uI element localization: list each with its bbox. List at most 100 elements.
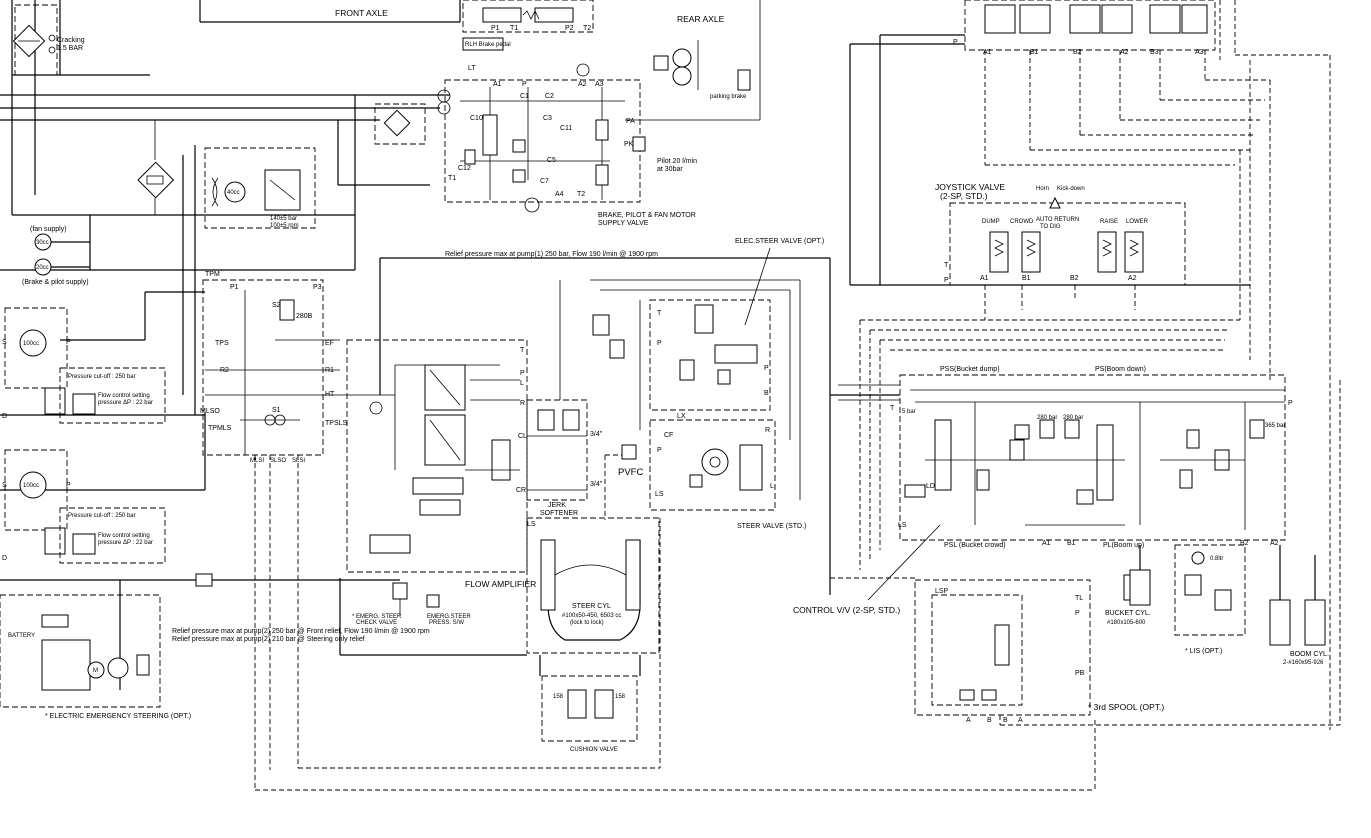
bucket-cylinder: BUCKET CYL. #180x105-600	[1105, 545, 1151, 626]
flow-amplifier: T P L R CL CR LS FLOW AMPLIFIER	[340, 339, 536, 589]
tr-port-p: P	[953, 39, 958, 46]
v365-label: 365 bar	[1265, 423, 1285, 429]
sv-port-ls: LS	[655, 491, 664, 498]
fa-port-ls: LS	[527, 521, 536, 528]
pilot-filter	[374, 103, 426, 145]
svg-text:B: B	[1003, 717, 1008, 724]
bv-port-a3: A3	[595, 81, 604, 88]
cv-port-t: T	[890, 405, 895, 412]
sv-port-r: R	[765, 427, 770, 434]
svg-text:P: P	[66, 482, 71, 489]
jv-port-p: P	[944, 277, 949, 284]
boom-cylinders: BOOM CYL. 2-#160x95-926	[1269, 545, 1329, 666]
pump2-flow-label-2: pressure ΔP : 22 bar	[98, 540, 153, 546]
jv-port-t: T	[944, 262, 949, 269]
pvfc: PVFC	[604, 444, 643, 520]
steer-cyl-note: (lock to lock)	[570, 620, 604, 626]
svg-text:S: S	[2, 339, 7, 346]
svg-text:A: A	[966, 717, 971, 724]
svg-text:D: D	[2, 555, 7, 562]
pvfc-label: PVFC	[618, 467, 643, 478]
elec-steer-label: ELEC.STEER VALVE (OPT.)	[735, 238, 824, 245]
tr-port-a2: A2	[1120, 49, 1129, 56]
pv-port-tps: TPS	[215, 340, 229, 347]
pump-1-cc: 100cc	[23, 341, 39, 347]
pv-port-tpmls: TPMLS	[208, 425, 232, 432]
elec-emergency-label: * ELECTRIC EMERGENCY STEERING (OPT.)	[45, 713, 191, 720]
bv-port-a4: A4	[555, 191, 564, 198]
fan-supply-label: (fan supply)	[30, 226, 67, 233]
brake-pilot-fan-supply-valve: LT P A1 A2 A3 C1 C2 C3 C10 C11 C5 C7 C9 …	[437, 0, 761, 227]
relief-280b-label: 280B	[296, 313, 313, 320]
emerg-check-label-2: CHECK VALVE	[356, 620, 397, 626]
cv-port-b1: B1	[1067, 540, 1076, 547]
fan-motor-group: 40cc 140±5 bar 100±5 rpm	[204, 147, 316, 229]
pv-port-tpm: TPM	[205, 271, 220, 278]
battery-label: BATTERY	[8, 633, 35, 639]
pv-port-s1: S1	[272, 407, 281, 414]
auto-return-label-2: TO DIG	[1040, 224, 1061, 230]
bv-c7: C7	[540, 178, 549, 185]
pv-port-r1: R1	[325, 367, 334, 374]
bv-c5: C5	[547, 157, 556, 164]
boom-cyl-dim: 2-#160x95-926	[1283, 660, 1324, 666]
pv-port-slso: SLSO	[270, 458, 286, 464]
svg-text:30cc: 30cc	[36, 240, 49, 246]
fa-port-t: T	[520, 347, 525, 354]
fan-flow-label: 100±5 rpm	[270, 223, 299, 229]
jerk-softener-label: JERK	[548, 502, 566, 509]
cv-port-p: P	[1288, 400, 1293, 407]
front-axle-label: FRONT AXLE	[335, 8, 388, 18]
fan-pressure-label: 140±5 bar	[270, 216, 297, 222]
control-valve-label: CONTROL V/V (2-SP, STD.)	[793, 605, 900, 615]
pump1-flow-label: Flow control setting	[98, 393, 150, 399]
cushion-valve-label: CUSHION VALVE	[570, 747, 618, 753]
pump-2: 100cc Pressure cut-off : 250 bar Flow co…	[2, 449, 166, 564]
cv-port-a2: A2	[1270, 540, 1279, 547]
third-spool: LSP TL P PB A B B A * 3rd SPOOL (OPT.)	[914, 579, 1164, 724]
jv-port-a2: A2	[1128, 275, 1137, 282]
elec-steer-valve: ELEC.STEER VALVE (OPT.) T P P B	[559, 238, 824, 500]
sv-port-p: P	[657, 447, 662, 454]
tr-port-a3: A3	[1195, 49, 1204, 56]
bucket-cyl-label: BUCKET CYL.	[1105, 610, 1151, 617]
cv-port-ls: LS	[898, 522, 907, 529]
relief-top-label: Relief pressure max at pump(1) 250 bar, …	[445, 251, 658, 258]
svg-text:B: B	[987, 717, 992, 724]
bucket-cyl-dim: #180x105-600	[1107, 620, 1146, 626]
pilot-flow-label: Pilot 20 l/min	[657, 158, 697, 165]
pl-boom-up-label: PL(Boom up)	[1103, 542, 1144, 549]
pump-2-cc: 100cc	[23, 483, 39, 489]
pilot-flow-label-2: at 30bar	[657, 166, 683, 173]
pss-label: PSS(Bucket dump)	[940, 366, 1000, 373]
joystick-valve-label: JOYSTICK VALVE	[935, 182, 1005, 192]
pv-port-r2: R2	[220, 367, 229, 374]
emergency-check-valve: * EMERG. STEER CHECK VALVE EMERG.STEER P…	[195, 573, 471, 626]
joystick-valve-label-2: (2-SP, STD.)	[940, 191, 988, 201]
control-valve: PSS(Bucket dump) PS(Boom down) PSL (Buck…	[793, 319, 1293, 615]
pump2-cutoff-label: Pressure cut-off : 250 bar	[68, 513, 136, 519]
svg-text:P1: P1	[491, 25, 500, 32]
v5bar-label: 5 bar	[902, 409, 916, 415]
svg-text:3/4": 3/4"	[590, 431, 603, 438]
bv-c10: C10	[470, 115, 483, 122]
svg-text:158: 158	[553, 694, 564, 700]
ps-boom-down-label: PS(Boom down)	[1095, 366, 1146, 373]
auto-return-label: AUTO RETURN	[1036, 217, 1079, 223]
cracking-label: Cracking	[57, 37, 85, 44]
svg-text:0.8ltr: 0.8ltr	[1210, 556, 1223, 562]
relief-bottom-label-2: Relief pressure max at pump(2) 210 bar @…	[172, 636, 365, 643]
esv-port-p: P	[657, 340, 662, 347]
tr-port-b2: B2	[1073, 49, 1082, 56]
svg-text:T2: T2	[583, 25, 591, 32]
steer-cylinder: STEER CYL #100x50-450, 6503 cc (lock to …	[526, 517, 660, 654]
svg-text:LT: LT	[468, 65, 476, 72]
svg-text:3/4": 3/4"	[590, 481, 603, 488]
bv-port-t2: T2	[577, 191, 585, 198]
jv-port-b1: B1	[1022, 275, 1031, 282]
jv-port-a1: A1	[980, 275, 989, 282]
brake-pilot-supply-label: (Brake & pilot supply)	[22, 279, 89, 286]
svg-text:20cc: 20cc	[36, 265, 49, 271]
bv-port-a2: A2	[578, 81, 587, 88]
bv-c2: C2	[545, 93, 554, 100]
